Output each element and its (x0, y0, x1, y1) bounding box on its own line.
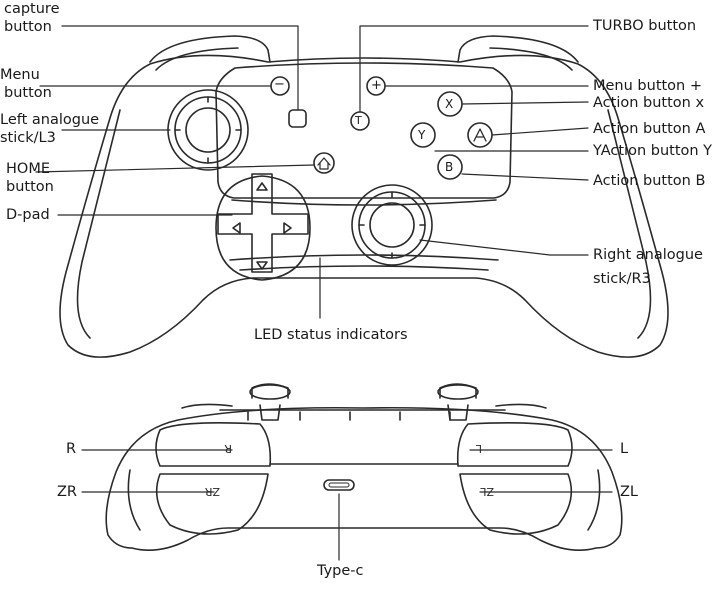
action-button-b (437, 154, 463, 180)
l-glyph: L (475, 442, 482, 455)
action-button-y (410, 122, 436, 148)
label-zl: ZL (620, 484, 639, 500)
zl-button (459, 473, 573, 535)
r-button (155, 422, 272, 467)
capture-button (288, 109, 307, 128)
b-glyph: B (445, 160, 454, 174)
home-button (313, 152, 335, 174)
controller-body (59, 54, 669, 358)
action-button-a (467, 122, 493, 148)
label-right-stick: Right analogue stick/R3 (593, 246, 703, 288)
minus-glyph: − (274, 77, 285, 92)
label-action-a: Action button A (593, 121, 706, 137)
label-dpad: D-pad (6, 207, 50, 223)
label-action-x: Action button x (593, 95, 705, 111)
menu-minus-button (270, 76, 290, 96)
top-view (81, 383, 623, 561)
l-button (456, 422, 573, 467)
type-c-port (323, 479, 355, 491)
top-left-stick (249, 383, 291, 421)
center-plate (215, 62, 513, 199)
front-view (35, 25, 669, 358)
zl-glyph: ZL (479, 485, 494, 498)
zr-button (155, 473, 269, 535)
label-home-line2: button (6, 179, 54, 195)
zr-glyph: ZR (204, 485, 220, 498)
label-action-b: Action button B (593, 173, 706, 189)
label-menu-minus: Menu button (0, 66, 52, 102)
dpad-left-arrow (232, 222, 241, 234)
label-right-stick-line2: stick/R3 (593, 271, 651, 287)
label-home-line1: HOME (6, 161, 50, 177)
d-pad[interactable] (215, 173, 311, 281)
action-a-icon (473, 128, 487, 142)
right-bumper (457, 35, 579, 63)
label-capture-line1: capture (4, 1, 60, 17)
label-l: L (620, 441, 629, 457)
y-glyph: Y (418, 128, 426, 142)
label-zr: ZR (57, 484, 78, 500)
label-right-stick-line1: Right analogue (593, 247, 703, 263)
shoulder-glyphs: R ZR L ZL (204, 442, 494, 498)
menu-plus-button (366, 76, 386, 96)
label-home: HOME button (6, 160, 54, 196)
label-capture: capture button (4, 0, 60, 36)
label-menu-plus: Menu button + (593, 78, 703, 94)
label-left-stick-line2: stick/L3 (0, 130, 56, 146)
top-body (105, 406, 623, 551)
label-menu-minus-line1: Menu (0, 67, 40, 83)
dpad-right-arrow (283, 222, 292, 234)
right-analog-stick[interactable] (351, 184, 433, 266)
x-glyph: X (445, 97, 454, 111)
leader-lines-front (35, 25, 589, 319)
dpad-down-arrow (256, 261, 268, 270)
label-r: R (66, 441, 77, 457)
label-left-stick: Left analogue stick/L3 (0, 111, 99, 147)
dpad-up-arrow (256, 182, 268, 191)
plus-glyph: + (371, 78, 382, 93)
label-left-stick-line1: Left analogue (0, 112, 100, 128)
label-action-y: YAction button Y (593, 143, 713, 159)
label-capture-line2: button (4, 19, 52, 35)
label-turbo: TURBO button (593, 18, 697, 34)
leader-lines-top (81, 449, 613, 561)
label-type-c: Type-c (317, 563, 364, 579)
top-right-stick (437, 383, 479, 421)
left-bumper (149, 35, 271, 63)
label-led: LED status indicators (254, 327, 408, 343)
home-icon (317, 157, 331, 170)
turbo-glyph: T (355, 114, 362, 127)
label-menu-minus-line2: button (4, 85, 52, 101)
left-analog-stick[interactable] (167, 89, 249, 171)
r-glyph: R (224, 442, 232, 455)
